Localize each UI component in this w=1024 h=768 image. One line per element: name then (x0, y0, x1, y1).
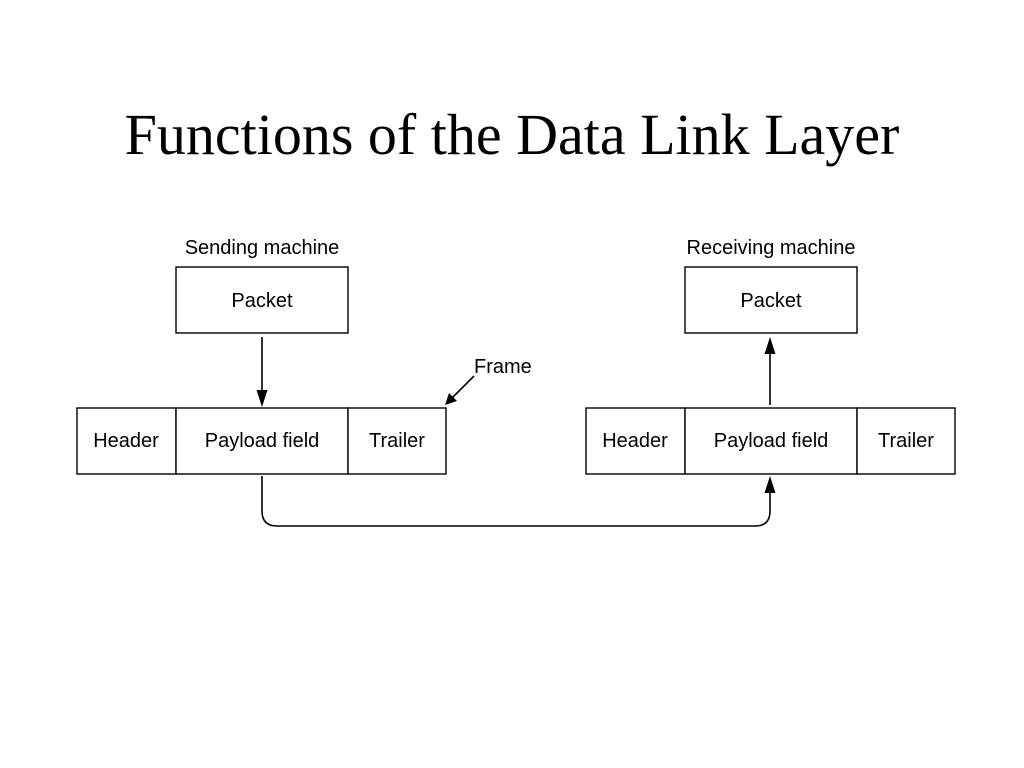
sender-trailer-field: Trailer (347, 407, 447, 475)
transmission-path-arrow (261, 476, 776, 527)
receiver-packet-label: Packet (740, 290, 802, 312)
frame-callout: Frame (445, 356, 532, 405)
sending-machine-caption: Sending machine (185, 237, 340, 259)
sender-payload-field: Payload field (175, 407, 349, 475)
receiving-machine-caption: Receiving machine (687, 237, 856, 259)
sender-trailer-label: Trailer (369, 430, 425, 452)
payload-to-packet-arrow (764, 337, 776, 405)
receiver-frame: Header Payload field Trailer (585, 407, 956, 475)
frame-callout-label: Frame (474, 356, 532, 378)
sender-header-label: Header (93, 430, 159, 452)
receiver-payload-label: Payload field (714, 430, 829, 452)
packet-to-payload-arrow (256, 337, 268, 407)
receiver-trailer-field: Trailer (856, 407, 956, 475)
receiver-trailer-label: Trailer (878, 430, 934, 452)
slide-title: Functions of the Data Link Layer (124, 102, 900, 167)
sending-machine: Sending machine Packet Header Payload fi… (76, 237, 447, 475)
sender-packet-label: Packet (231, 290, 293, 312)
receiver-header-field: Header (585, 407, 686, 475)
receiver-payload-field: Payload field (684, 407, 858, 475)
sender-header-field: Header (76, 407, 177, 475)
receiving-machine: Receiving machine Packet Header Payload … (585, 237, 956, 475)
sender-packet-box: Packet (175, 266, 349, 334)
sender-payload-label: Payload field (205, 430, 320, 452)
receiver-header-label: Header (602, 430, 668, 452)
receiver-packet-box: Packet (684, 266, 858, 334)
sender-frame: Header Payload field Trailer (76, 407, 447, 475)
